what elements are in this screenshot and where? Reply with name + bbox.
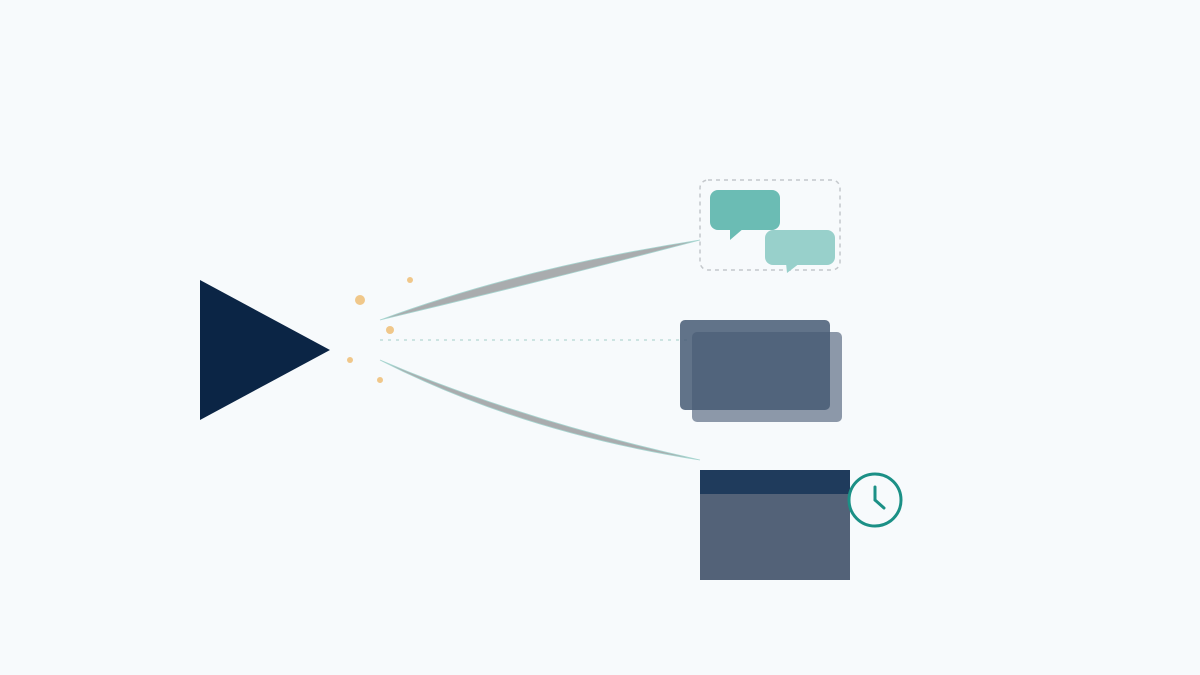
card-front [680,320,830,410]
sparkle-dot [407,277,413,283]
sparkle-dot [355,295,365,305]
speech-bubbles-icon [699,179,841,273]
beam-to-window [379,359,701,461]
sparkle-dot [377,377,383,383]
sparkle-dot [386,326,394,334]
sparkle-dot [347,357,353,363]
beam-to-chat [379,239,701,321]
chat-bubble-secondary [765,230,835,273]
window-header [700,470,850,494]
clock-icon [847,472,903,528]
sparkle-dots [347,277,413,383]
chat-bubble-primary [710,190,780,240]
stacked-cards-icon [680,320,842,422]
browser-window-icon [700,470,903,580]
play-icon [200,280,330,420]
